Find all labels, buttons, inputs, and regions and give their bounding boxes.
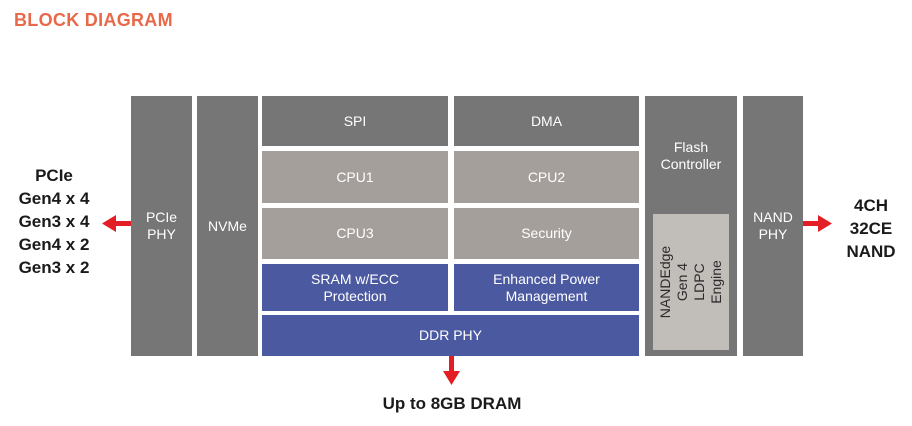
dram-label: Up to 8GB DRAM bbox=[382, 394, 522, 413]
cpu3-label: CPU3 bbox=[336, 225, 374, 241]
pcie-arrow bbox=[102, 215, 131, 232]
dram-arrow bbox=[443, 356, 460, 385]
page-title: BLOCK DIAGRAM bbox=[14, 10, 173, 30]
ddr-phy-label: DDR PHY bbox=[418, 327, 482, 343]
nvme-label: NVMe bbox=[208, 217, 247, 234]
sram-block: SRAM w/ECC Protection bbox=[262, 264, 448, 311]
nvme-block: NVMe bbox=[197, 96, 258, 356]
nand-interface-label: 4CH 32CE NAND bbox=[846, 196, 896, 261]
pcie-interface-label: PCIe Gen4 x 4 Gen3 x 4 Gen4 x 2 Gen3 x 2 bbox=[18, 166, 90, 277]
ldpc-engine-block: NANDEdge Gen 4 LDPC Engine bbox=[653, 214, 729, 350]
flash-controller-label: Flash Controller bbox=[660, 139, 722, 172]
nand-phy-block: NAND PHY bbox=[743, 96, 803, 356]
ddr-phy-block: DDR PHY bbox=[262, 315, 639, 356]
power-management-label: Enhanced Power Management bbox=[493, 270, 600, 304]
nand-arrow bbox=[803, 215, 832, 232]
pcie-phy-label: PCIe PHY bbox=[145, 209, 178, 242]
security-block: Security bbox=[454, 208, 639, 259]
pcie-phy-block: PCIe PHY bbox=[131, 96, 192, 356]
cpu2-block: CPU2 bbox=[454, 151, 639, 203]
dma-block: DMA bbox=[454, 96, 639, 146]
security-label: Security bbox=[521, 225, 572, 241]
cpu1-label: CPU1 bbox=[336, 168, 374, 185]
cpu3-block: CPU3 bbox=[262, 208, 448, 259]
spi-block: SPI bbox=[262, 96, 448, 146]
cpu2-label: CPU2 bbox=[527, 168, 566, 185]
spi-label: SPI bbox=[343, 112, 367, 129]
power-management-block: Enhanced Power Management bbox=[454, 264, 639, 311]
cpu1-block: CPU1 bbox=[262, 151, 448, 203]
sram-label: SRAM w/ECC Protection bbox=[311, 270, 399, 304]
dma-label: DMA bbox=[530, 112, 563, 129]
nand-phy-label: NAND PHY bbox=[753, 209, 793, 242]
